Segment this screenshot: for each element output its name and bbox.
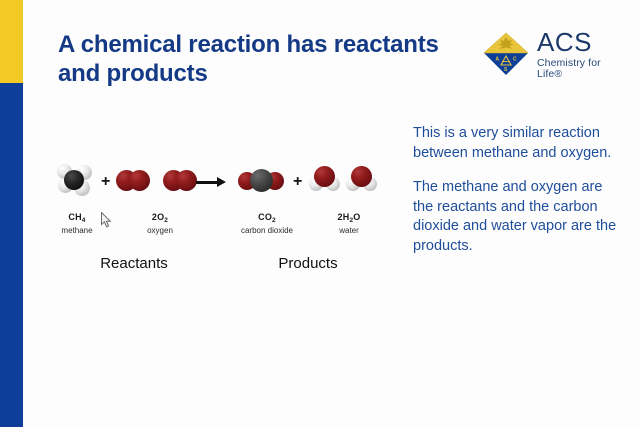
label-water-formula: 2H2O [337, 212, 361, 224]
carbon-dioxide-space-filling-model [238, 168, 294, 204]
label-carbon-dioxide: CO2 carbon dioxide [231, 212, 303, 235]
page-title-line-1: A chemical reaction has reactants [58, 31, 439, 58]
molecule-methane [56, 164, 98, 200]
acs-tagline: Chemistry for Life® [537, 57, 601, 80]
acs-diamond-icon: A C S [483, 32, 529, 76]
label-oxygen-formula: 2O2 [151, 212, 169, 224]
label-oxygen-name: oxygen [147, 226, 173, 235]
body-paragraph-2: The methane and oxygen are the reactants… [413, 179, 617, 254]
body-text: This is a very similar reaction between … [413, 124, 618, 256]
methane-space-filling-model [56, 164, 98, 200]
species-label-row: CH4 methane 2O2 oxygen CO2 carbon dioxid… [48, 212, 388, 246]
label-oxygen: 2O2 oxygen [131, 212, 189, 235]
plus-operator-products: + [293, 173, 303, 190]
molecule-carbon-dioxide [238, 168, 294, 204]
reaction-arrow-icon [196, 177, 228, 188]
molecule-row: + [48, 160, 388, 208]
acs-logo: A C S ACS Chemistry for Life® [483, 29, 623, 79]
molecule-oxygen [116, 168, 204, 204]
svg-text:S: S [504, 67, 508, 73]
label-water-name: water [339, 226, 359, 235]
page-title-line-2: and products [58, 60, 208, 88]
accent-bar-blue [0, 83, 23, 427]
accent-bar-yellow [0, 0, 23, 83]
acs-wordmark: ACS [537, 27, 592, 57]
water-space-filling-model [309, 164, 387, 200]
page-title: A chemical reaction has reactants and pr… [58, 30, 458, 89]
label-methane: CH4 methane [48, 212, 106, 235]
caption-products: Products [278, 255, 338, 272]
label-methane-formula: CH4 [68, 212, 86, 224]
svg-text:A: A [496, 57, 500, 63]
acs-logo-text: ACS Chemistry for Life® [537, 29, 623, 79]
chemical-equation-diagram: + [48, 160, 388, 280]
mouse-pointer-icon [101, 211, 113, 229]
oxygen-space-filling-model [116, 168, 204, 204]
svg-text:C: C [513, 57, 517, 63]
caption-reactants: Reactants [100, 255, 168, 272]
label-carbon-dioxide-name: carbon dioxide [240, 226, 294, 235]
molecule-water [309, 164, 387, 200]
label-methane-name: methane [61, 226, 93, 235]
plus-operator-reactants: + [101, 173, 111, 190]
label-water: 2H2O water [320, 212, 378, 235]
label-carbon-dioxide-formula: CO2 [258, 212, 276, 224]
body-paragraph-1: This is a very similar reaction between … [413, 125, 612, 161]
